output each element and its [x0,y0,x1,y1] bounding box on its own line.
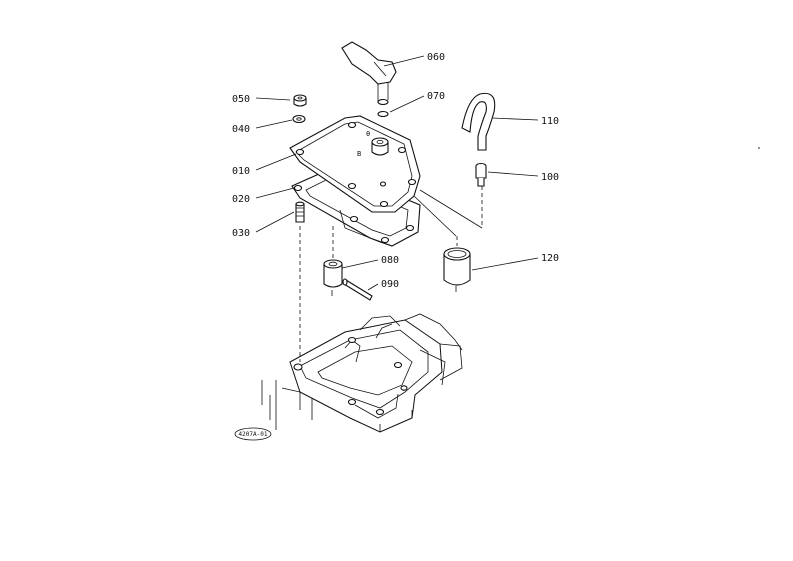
callout-090: 090 [381,279,399,290]
figure-reference: 4207A-01 [234,427,272,441]
cover-mark-theta: θ [366,130,370,138]
pin-090 [342,278,373,301]
callout-060: 060 [427,52,445,63]
callout-080: 080 [381,255,399,266]
stray-dot [758,147,760,149]
callout-070: 070 [427,91,445,102]
nut-050 [293,94,307,107]
cover-plate-010: θ B [289,115,421,213]
leader-lines [255,55,539,291]
washer-040 [292,114,306,124]
callout-100: 100 [541,172,559,183]
fitting-100 [475,162,487,187]
cap-120 [443,247,471,292]
callouts: 050 040 010 020 030 060 070 110 100 080 … [232,52,559,290]
callout-030: 030 [232,228,250,239]
cover-mark-b: B [357,150,361,158]
figure-reference-label: 4207A-01 [239,431,268,438]
callout-040: 040 [232,124,250,135]
base-housing [261,313,463,433]
callout-050: 050 [232,94,250,105]
callout-020: 020 [232,194,250,205]
callout-010: 010 [232,166,250,177]
o-ring-070 [377,110,389,118]
stud-030 [295,201,305,223]
assembly-lines [299,186,483,362]
lever-060 [341,41,397,106]
bushing-080 [323,259,343,296]
callout-110: 110 [541,116,559,127]
callout-120: 120 [541,253,559,264]
hose-110 [461,92,496,151]
